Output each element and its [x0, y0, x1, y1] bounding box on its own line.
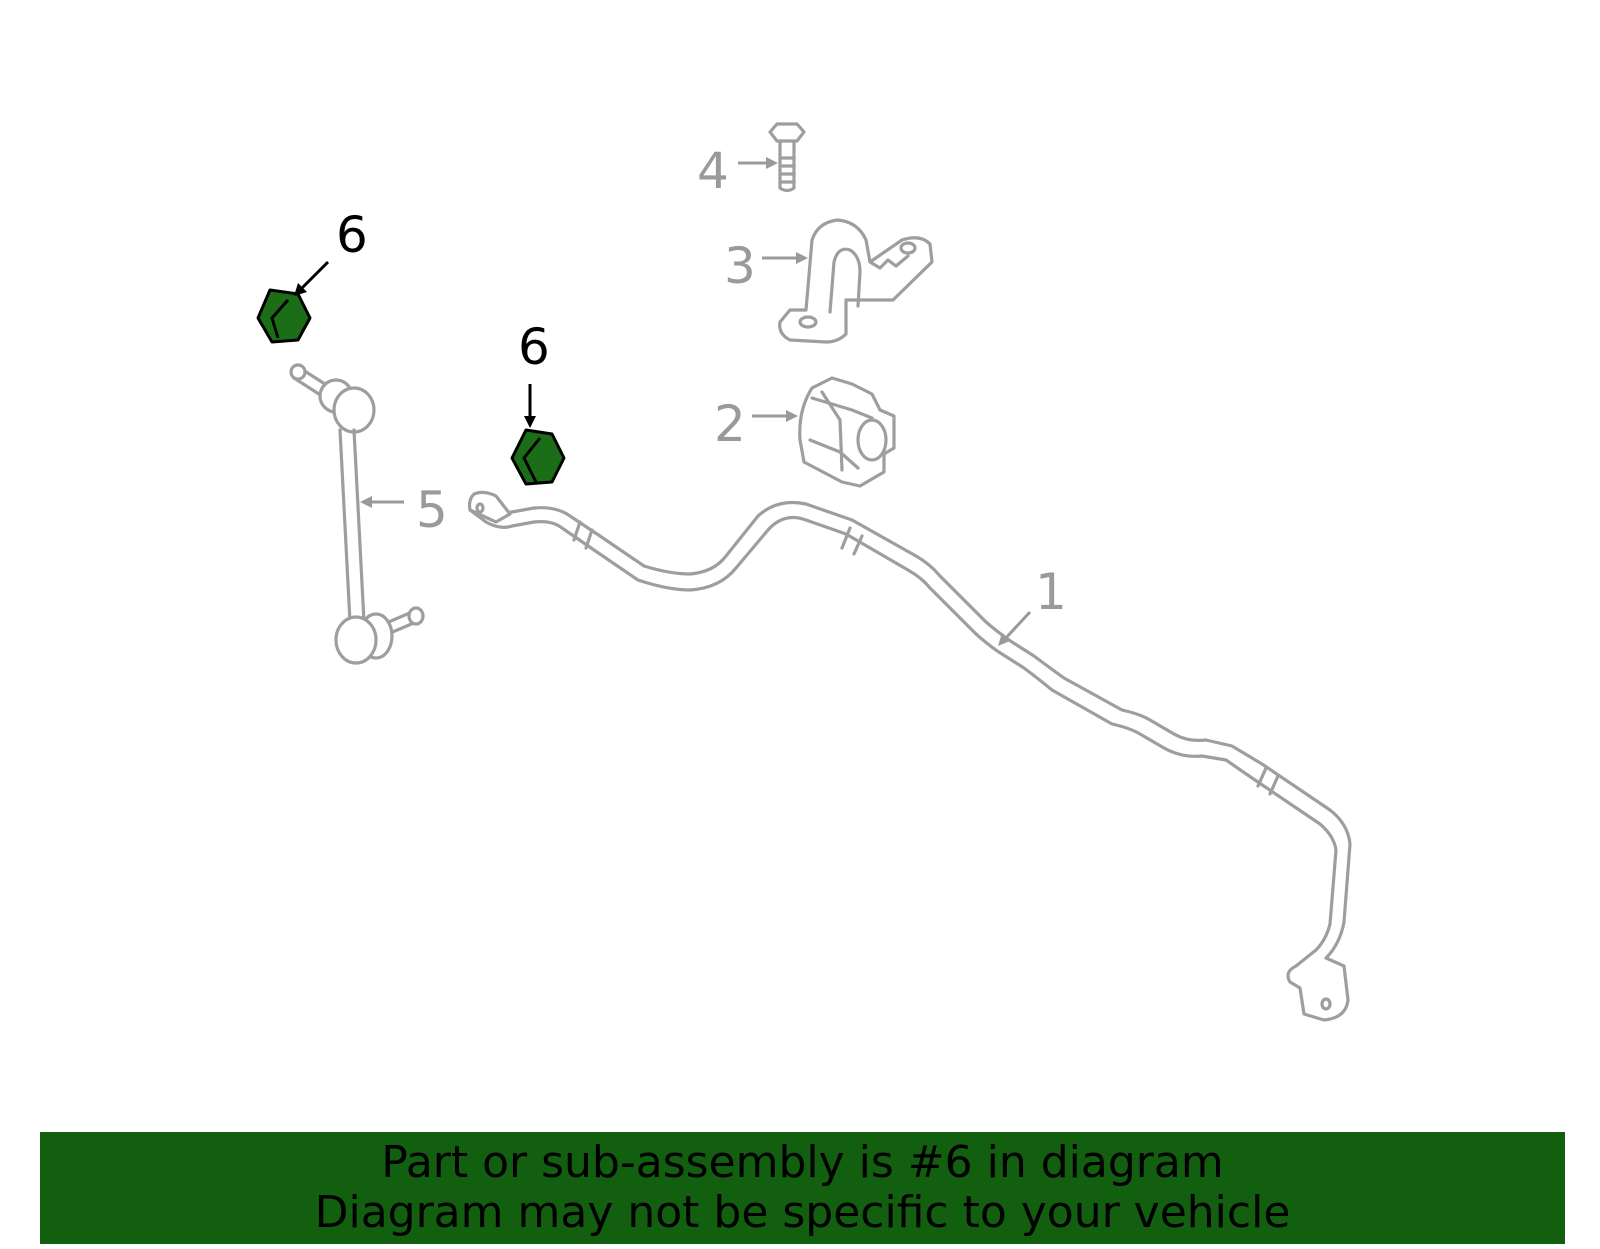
callout-4-label: 4 — [697, 142, 729, 200]
part-6-nut-left — [256, 288, 312, 344]
callout-2-label: 2 — [714, 395, 746, 453]
callout-6b-arrow — [524, 384, 536, 428]
part-5-stabilizer-link — [289, 363, 425, 665]
part-6-nut-center — [510, 428, 566, 486]
callout-1-arrow — [998, 610, 1032, 646]
banner-line-disclaimer: Diagram may not be specific to your vehi… — [314, 1187, 1291, 1238]
callout-4-arrow — [738, 157, 778, 169]
part-3-bracket — [778, 218, 934, 344]
callout-6a-arrow — [294, 260, 330, 296]
callout-1-label: 1 — [1035, 563, 1067, 621]
callout-6a-label: 6 — [336, 206, 368, 264]
info-banner: Part or sub-assembly is #6 in diagram Di… — [40, 1132, 1565, 1244]
part-4-bolt — [768, 122, 806, 193]
callout-6b-label: 6 — [518, 318, 550, 376]
callout-2-arrow — [752, 410, 798, 422]
part-2-bushing — [798, 376, 896, 488]
callout-3-arrow — [762, 252, 808, 264]
callout-5-label: 5 — [416, 481, 448, 539]
callout-3-label: 3 — [724, 237, 756, 295]
banner-line-part-info: Part or sub-assembly is #6 in diagram — [381, 1137, 1224, 1188]
callout-5-arrow — [360, 496, 404, 508]
part-1-stabilizer-bar — [467, 490, 1352, 1022]
